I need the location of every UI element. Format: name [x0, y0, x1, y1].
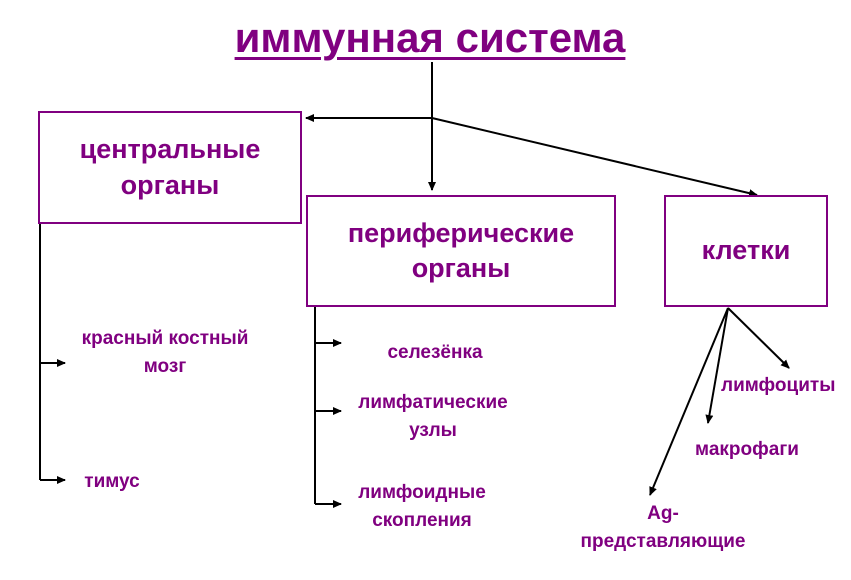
cells-box: клетки: [664, 195, 828, 307]
ag-presenting-label: Ag- представляющие: [580, 503, 746, 552]
spleen-label: селезёнка: [387, 342, 483, 363]
arrow-to-macrophages: [705, 307, 729, 424]
central-organs-label: центральные органы: [79, 134, 261, 200]
thymus-label: тимус: [84, 471, 140, 492]
arrow-to-cells: [431, 117, 758, 198]
central-organs-box: центральные органы: [38, 111, 302, 224]
peripheral-organs-label: периферические органы: [347, 217, 575, 283]
peripheral-organs-box: периферические органы: [306, 195, 616, 307]
diagram-title: иммунная система: [234, 14, 626, 61]
lymphoid-clusters-label: лимфоидные скопления: [358, 482, 486, 531]
arrow-to-ag-presenting: [649, 307, 729, 496]
red-bone-marrow-label: красный костный мозг: [81, 328, 249, 377]
macrophages-label: макрофаги: [695, 439, 799, 460]
arrow-to-lymphocytes: [727, 307, 790, 369]
lymphocytes-label: лимфоциты: [721, 375, 836, 396]
lymph-nodes-label: лимфатические узлы: [358, 392, 508, 441]
cells-label: клетки: [701, 235, 791, 266]
